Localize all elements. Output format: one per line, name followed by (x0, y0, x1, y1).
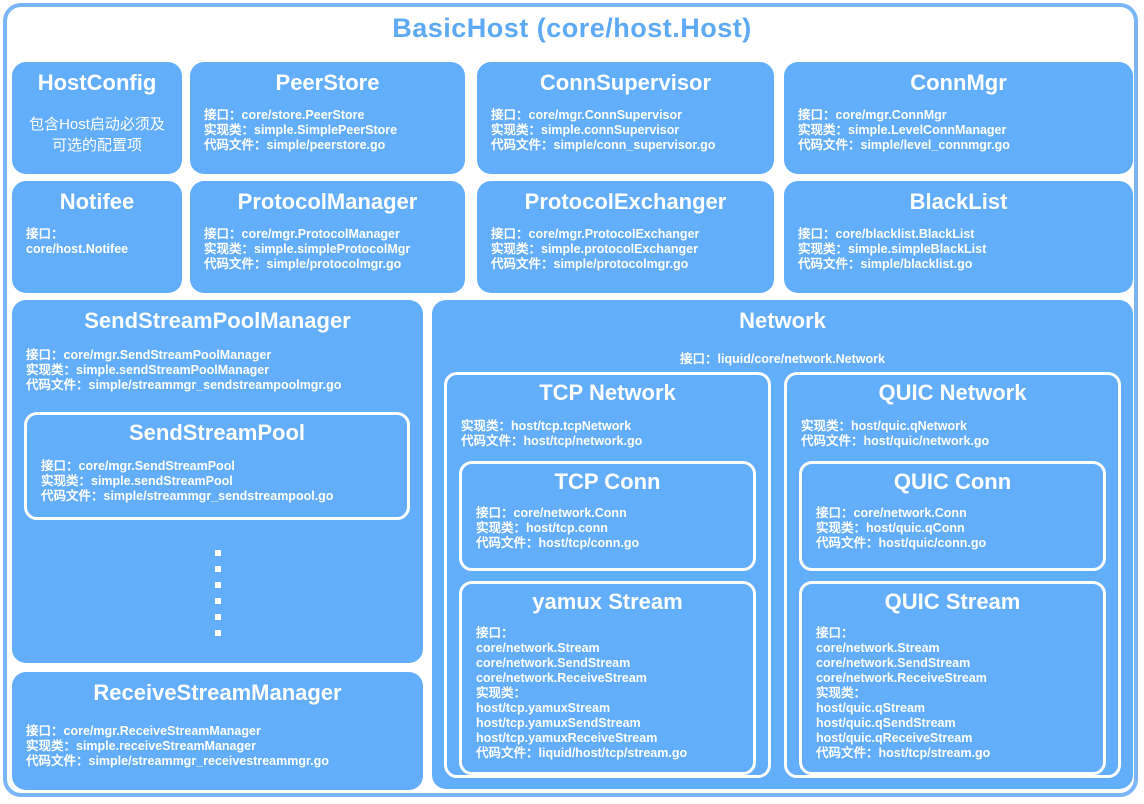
ellipsis-dot (214, 630, 221, 636)
sendstreampool-title: SendStreamPool (128, 420, 306, 445)
hostconfig-title: HostConfig (37, 70, 157, 95)
quic-conn-title: QUIC Conn (893, 469, 1012, 494)
receivestreammanager-title: ReceiveStreamManager (93, 680, 342, 705)
notifee-title: Notifee (59, 189, 135, 214)
protocolmanager-box: ProtocolManager 接口：core/mgr.ProtocolMana… (190, 181, 465, 293)
ellipsis-dot (214, 550, 221, 556)
network-title: Network (739, 308, 826, 333)
quic-stream-title: QUIC Stream (884, 589, 1021, 614)
diagram-title: BasicHost (core/host.Host) (392, 13, 752, 43)
network-box: Network 接口：liquid/core/network.Network T… (432, 300, 1133, 789)
sendstreampoolmanager-title: SendStreamPoolManager (84, 308, 351, 333)
protocolmanager-title: ProtocolManager (237, 189, 418, 214)
sendstreampoolmanager-box: SendStreamPoolManager 接口：core/mgr.SendSt… (12, 300, 423, 663)
tcp-network-title: TCP Network (539, 380, 676, 405)
protocolexchanger-box: ProtocolExchanger 接口：core/mgr.ProtocolEx… (477, 181, 774, 293)
connmgr-title: ConnMgr (910, 70, 1007, 95)
basichost-frame (3, 3, 1138, 797)
notifee-box: Notifee 接口：core/host.Notifee (12, 181, 182, 293)
connsupervisor-box: ConnSupervisor 接口：core/mgr.ConnSuperviso… (477, 62, 774, 174)
protocolexchanger-title: ProtocolExchanger (524, 189, 727, 214)
hostconfig-box: HostConfig 包含Host启动必须及可选的配置项 (12, 62, 182, 174)
notifee-details: 接口：core/host.Notifee (26, 227, 129, 256)
hostconfig-description: 包含Host启动必须及可选的配置项 (29, 116, 165, 154)
receivestreammanager-box: ReceiveStreamManager 接口：core/mgr.Receive… (12, 672, 423, 790)
ellipsis-dot (214, 598, 221, 604)
ellipsis-dot (214, 614, 221, 620)
ellipsis-dot (214, 582, 221, 588)
tcp-conn-title: TCP Conn (554, 469, 661, 494)
blacklist-title: BlackList (909, 189, 1008, 214)
network-interface-subtitle: 接口：liquid/core/network.Network (680, 352, 885, 366)
quic-network-title: QUIC Network (878, 380, 1027, 405)
peerstore-title: PeerStore (275, 70, 380, 95)
sendstreampool-box: SendStreamPool 接口：core/mgr.SendStreamPoo… (24, 412, 410, 520)
connsupervisor-title: ConnSupervisor (539, 70, 712, 95)
yamux-stream-title: yamux Stream (532, 589, 683, 614)
vertical-ellipsis-dots (214, 550, 221, 636)
ellipsis-dot (214, 566, 221, 572)
